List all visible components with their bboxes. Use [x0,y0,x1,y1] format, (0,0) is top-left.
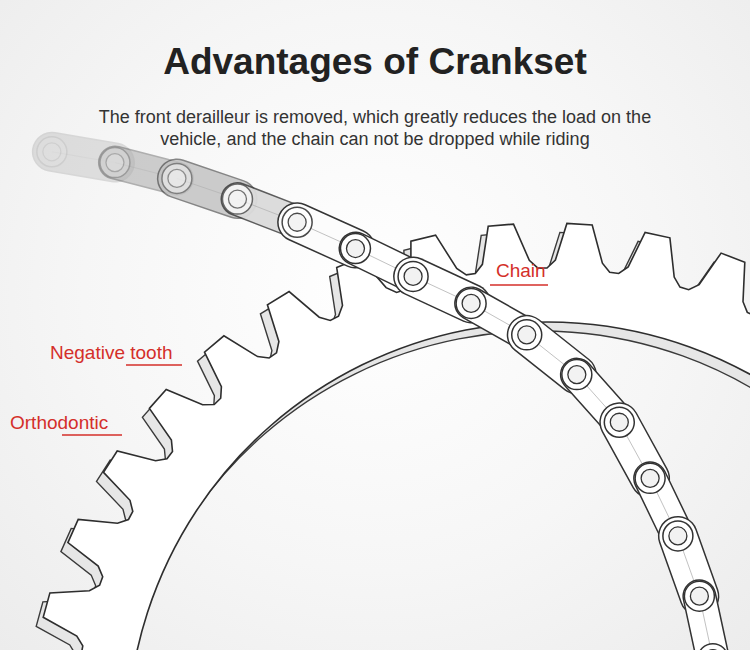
chain-pin [690,587,708,605]
chain-roller [37,137,67,167]
chain-roller [222,184,252,214]
title: Advantages of Crankset [0,40,750,84]
chain-roller [100,148,130,178]
chain-roller [512,320,542,350]
chain [37,137,728,650]
chain-roller [635,463,665,493]
chain-roller [162,163,192,193]
chain-pin [669,527,687,545]
chain-pin [43,143,61,161]
chain-pin [168,169,186,187]
chain-roller [604,407,634,437]
chain-pin [228,190,246,208]
chain-pin [288,213,306,231]
chain-roller [562,360,592,390]
part-label: Orthodontic [10,412,108,434]
chain-pin [462,294,480,312]
caption: The front derailleur is removed, which g… [70,106,680,150]
chain-roller [663,521,693,551]
chain-pin [346,240,364,258]
leader-line [490,284,548,285]
chain-guide [40,150,718,650]
chain-pin [641,469,659,487]
chain-roller [340,234,370,264]
chain-pin [518,326,536,344]
chain-roller [456,288,486,318]
chain-roller [684,581,714,611]
part-label: Chain [496,260,546,282]
chainring-front [30,223,750,650]
chain-pin [568,366,586,384]
part-label: Negative tooth [50,342,173,364]
chain-pin [404,267,422,285]
leader-line [126,364,182,365]
leader-line [62,434,122,435]
chain-pin [610,413,628,431]
chain-roller [282,207,312,237]
chain-pin [106,154,124,172]
chain-roller [698,644,728,650]
chain-roller [398,261,428,291]
